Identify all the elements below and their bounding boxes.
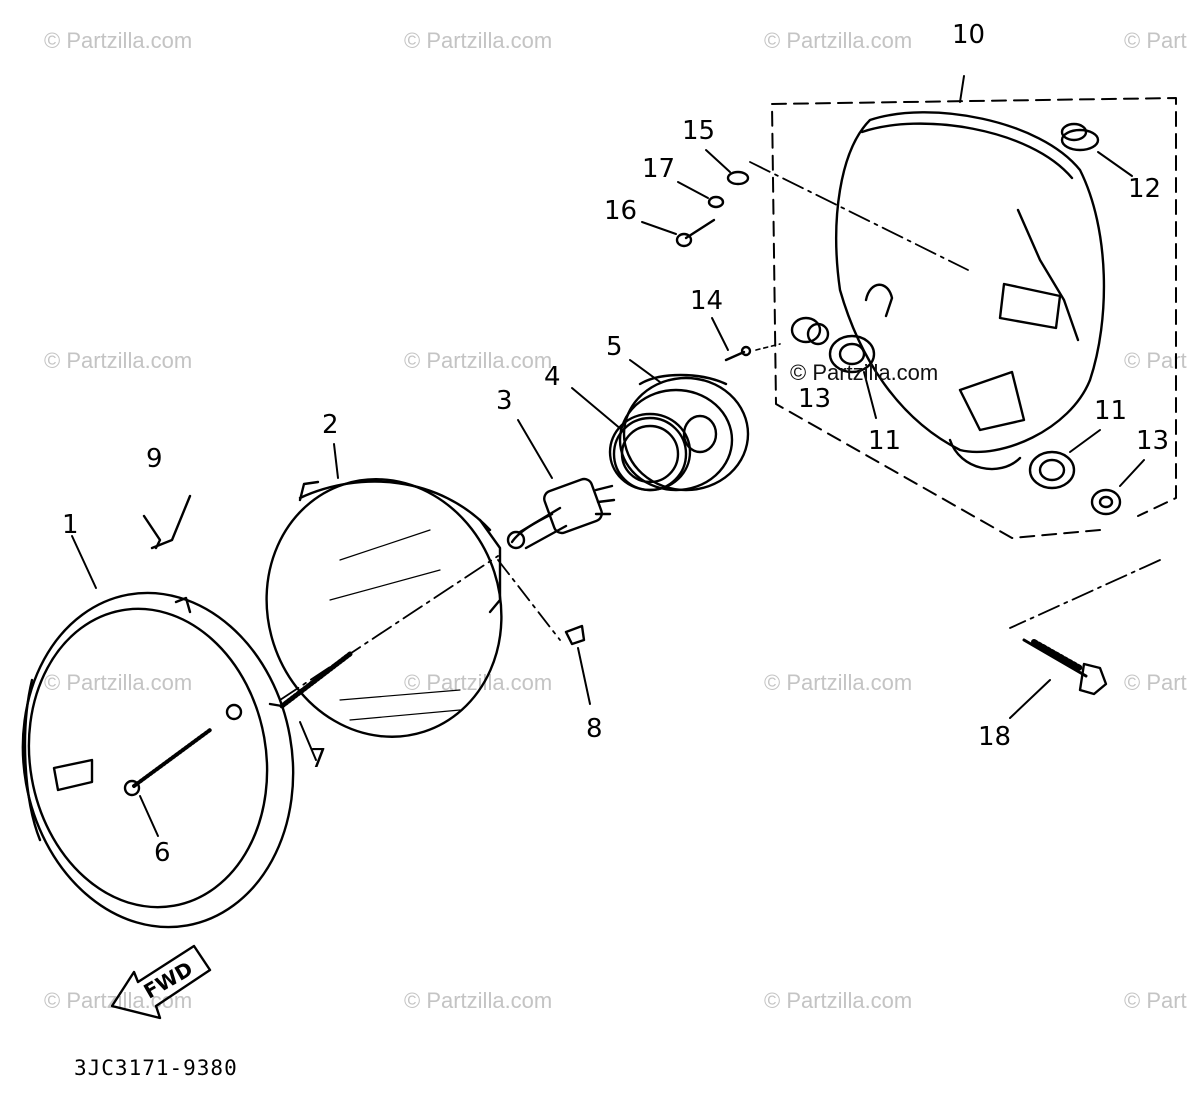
callout-18: 18: [978, 722, 1012, 752]
callout-11a: 11: [868, 426, 902, 456]
callout-10: 10: [952, 20, 986, 50]
fwd-arrow-icon: [110, 944, 212, 1020]
leader-6: [139, 795, 159, 837]
callout-15: 15: [682, 116, 716, 146]
leader-11a: [863, 371, 877, 419]
watermark: © Partzilla.com: [44, 670, 193, 695]
axis-line-bulb: [279, 555, 499, 701]
leader-5: [629, 359, 661, 383]
seal-ring-4: [612, 416, 688, 492]
callout-13b: 13: [1136, 426, 1170, 456]
bulb-3: [506, 477, 616, 550]
watermark: © Partzilla.com: [764, 28, 913, 53]
callout-14: 14: [690, 286, 724, 316]
callout-8: 8: [586, 714, 603, 744]
callout-16: 17: [642, 154, 676, 184]
headlight-rim-1: [21, 591, 295, 929]
leader-13b: [1119, 459, 1145, 487]
callout-11b: 11: [1094, 396, 1128, 426]
callout-3: 3: [496, 386, 513, 416]
leader-11b: [1069, 429, 1101, 453]
headlight-housing: [835, 111, 1106, 471]
spring-7: [268, 651, 353, 709]
screw-6: [123, 728, 212, 797]
axis-line-upper: [749, 161, 969, 271]
callout-17: 16: [604, 196, 638, 226]
collar-13a: [790, 316, 830, 346]
inline-watermark: © Partzilla.com: [790, 360, 939, 385]
leader-10: [959, 75, 965, 103]
leader-12: [1097, 151, 1133, 177]
leader-3: [517, 419, 553, 479]
watermark: © Partzilla.com: [404, 348, 553, 373]
leader-18: [1009, 679, 1051, 719]
watermark: © Partzilla.com: [44, 28, 193, 53]
callout-6: 6: [154, 838, 171, 868]
callout-5: 5: [606, 332, 623, 362]
watermark: © Partzilla.com: [404, 988, 553, 1013]
leader-17: [677, 181, 709, 199]
callout-1: 1: [62, 510, 79, 540]
watermark: © Partzilla.com: [404, 28, 553, 53]
axis-line-clip: [497, 559, 561, 641]
leader-2: [333, 443, 339, 479]
diagram-code: 3JC3171-9380: [74, 1056, 238, 1080]
watermark: © Part: [1124, 988, 1187, 1013]
callout-2: 2: [322, 410, 339, 440]
callout-12: 12: [1128, 174, 1162, 204]
wire-clip-9: [142, 494, 192, 550]
watermark: © Partzilla.com: [44, 348, 193, 373]
bolt-18: [1022, 638, 1108, 696]
watermark: © Part: [1124, 28, 1187, 53]
leader-14: [711, 317, 729, 351]
group-box-10: [771, 97, 1177, 539]
washer-15: [726, 170, 750, 186]
axis-line-lower: [1009, 559, 1161, 629]
callout-13a: 13: [798, 384, 832, 414]
screw-16: [675, 218, 716, 248]
watermark: © Partzilla.com: [44, 988, 193, 1013]
watermark: © Part: [1124, 670, 1187, 695]
callout-7: 7: [310, 744, 327, 774]
collar-13b: [1090, 488, 1122, 516]
leader-7: [299, 721, 317, 761]
leader-16: [641, 221, 677, 235]
grommet-11b: [1028, 450, 1076, 490]
leader-4: [571, 387, 623, 431]
washer-17: [707, 195, 725, 209]
leader-15: [705, 149, 731, 173]
grommet-12: [1060, 122, 1100, 152]
headlight-unit-2: [265, 478, 503, 738]
leader-8: [577, 647, 591, 705]
watermark: © Partzilla.com: [764, 670, 913, 695]
grommet-11a: [828, 334, 876, 374]
callout-4: 4: [544, 362, 561, 392]
leader-1: [71, 535, 97, 589]
watermark: © Partzilla.com: [764, 988, 913, 1013]
clip-8: [564, 624, 586, 646]
screw-14: [724, 345, 752, 362]
callout-9: 9: [146, 444, 163, 474]
